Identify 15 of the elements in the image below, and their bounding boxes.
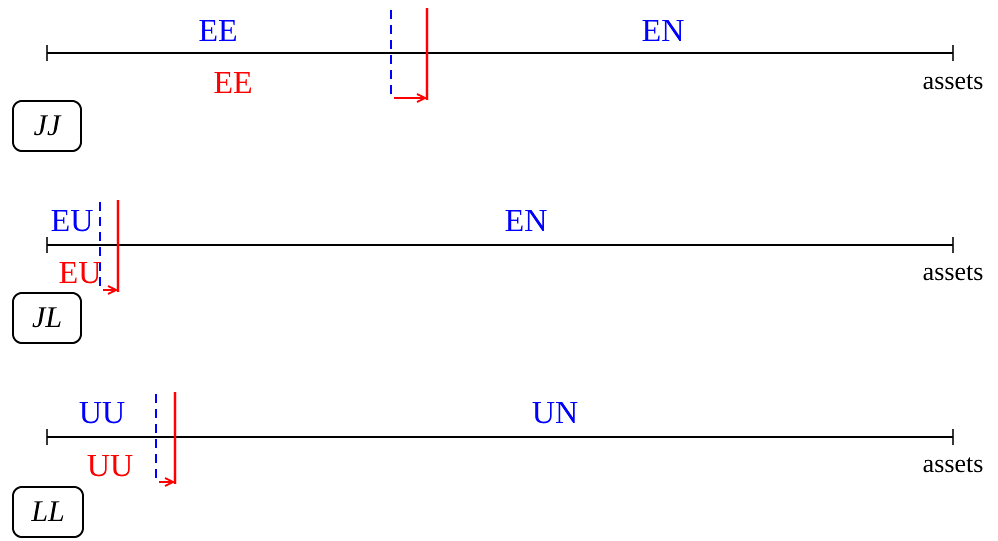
region-label: EU xyxy=(58,256,102,288)
region-label: EN xyxy=(642,14,684,46)
region-label: EE xyxy=(198,14,238,46)
axis-label: assets xyxy=(922,451,984,477)
region-label: UU xyxy=(86,449,134,481)
case-label-box: LL xyxy=(12,486,84,538)
region-label: UN xyxy=(532,396,578,428)
region-label: EN xyxy=(504,204,548,236)
axis-label: assets xyxy=(922,259,984,285)
region-label: UU xyxy=(78,396,126,428)
case-label-box: JL xyxy=(12,292,82,344)
region-label: EE xyxy=(213,66,253,98)
region-label: EU xyxy=(50,204,94,236)
case-label-box: JJ xyxy=(12,100,82,152)
axis-label: assets xyxy=(922,68,984,94)
